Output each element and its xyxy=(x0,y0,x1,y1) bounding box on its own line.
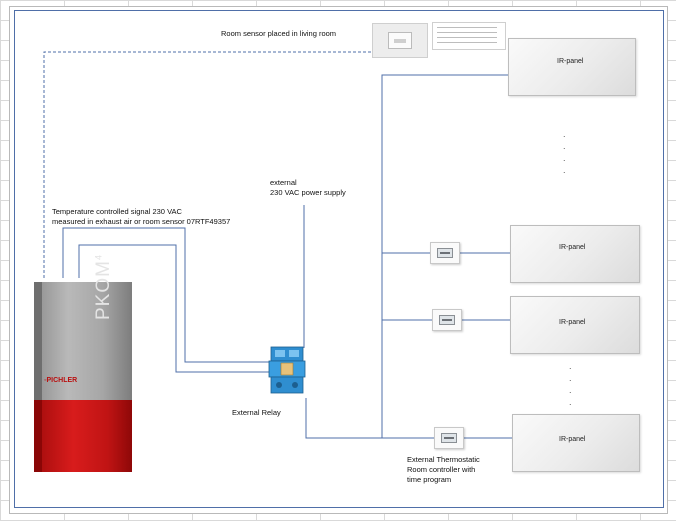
boiler-brand: PKOM4 xyxy=(93,254,114,320)
sensor-dashed-wire xyxy=(43,51,372,278)
external-relay-label: External Relay xyxy=(232,408,281,417)
ir-panel-1: IR-panel xyxy=(508,38,636,96)
relay-output-wire xyxy=(305,398,382,439)
room-sensor-label: Room sensor placed in living room xyxy=(221,29,337,38)
power-supply-label: external 230 VAC power supply xyxy=(270,178,346,197)
thermostat-icon xyxy=(432,309,462,331)
pichler-logo: ◦PICHLER xyxy=(44,377,78,384)
ir-panel-2: IR-panel xyxy=(510,225,640,283)
distribution-bus xyxy=(381,74,508,438)
diagram-frame xyxy=(14,10,664,508)
boiler-icon: PKOM4 ◦PICHLER xyxy=(34,254,132,472)
external-thermostat-label: External Thermostatic Room controller wi… xyxy=(407,455,480,484)
signal-wire-inner xyxy=(78,244,270,373)
ir-panel-label: IR-panel xyxy=(559,319,586,326)
temperature-signal-label: Temperature controlled signal 230 VAC me… xyxy=(52,207,231,226)
ir-panel-label: IR-panel xyxy=(559,244,586,251)
ir-panel-4: IR-panel xyxy=(512,414,640,472)
thermostat-icon xyxy=(434,427,464,449)
signal-wire-outer xyxy=(62,227,270,363)
continuation-dots: .... xyxy=(563,129,566,175)
ir-panel-label: IR-panel xyxy=(559,436,586,443)
ir-panel-3: IR-panel xyxy=(510,296,640,354)
thermostat-icon xyxy=(430,242,460,264)
sensor-datasheet-thumbnail xyxy=(432,22,506,50)
ir-panel-label: IR-panel xyxy=(557,58,584,65)
relay-icon xyxy=(268,346,306,394)
room-sensor-icon xyxy=(372,23,428,58)
continuation-dots: .... xyxy=(569,361,572,407)
